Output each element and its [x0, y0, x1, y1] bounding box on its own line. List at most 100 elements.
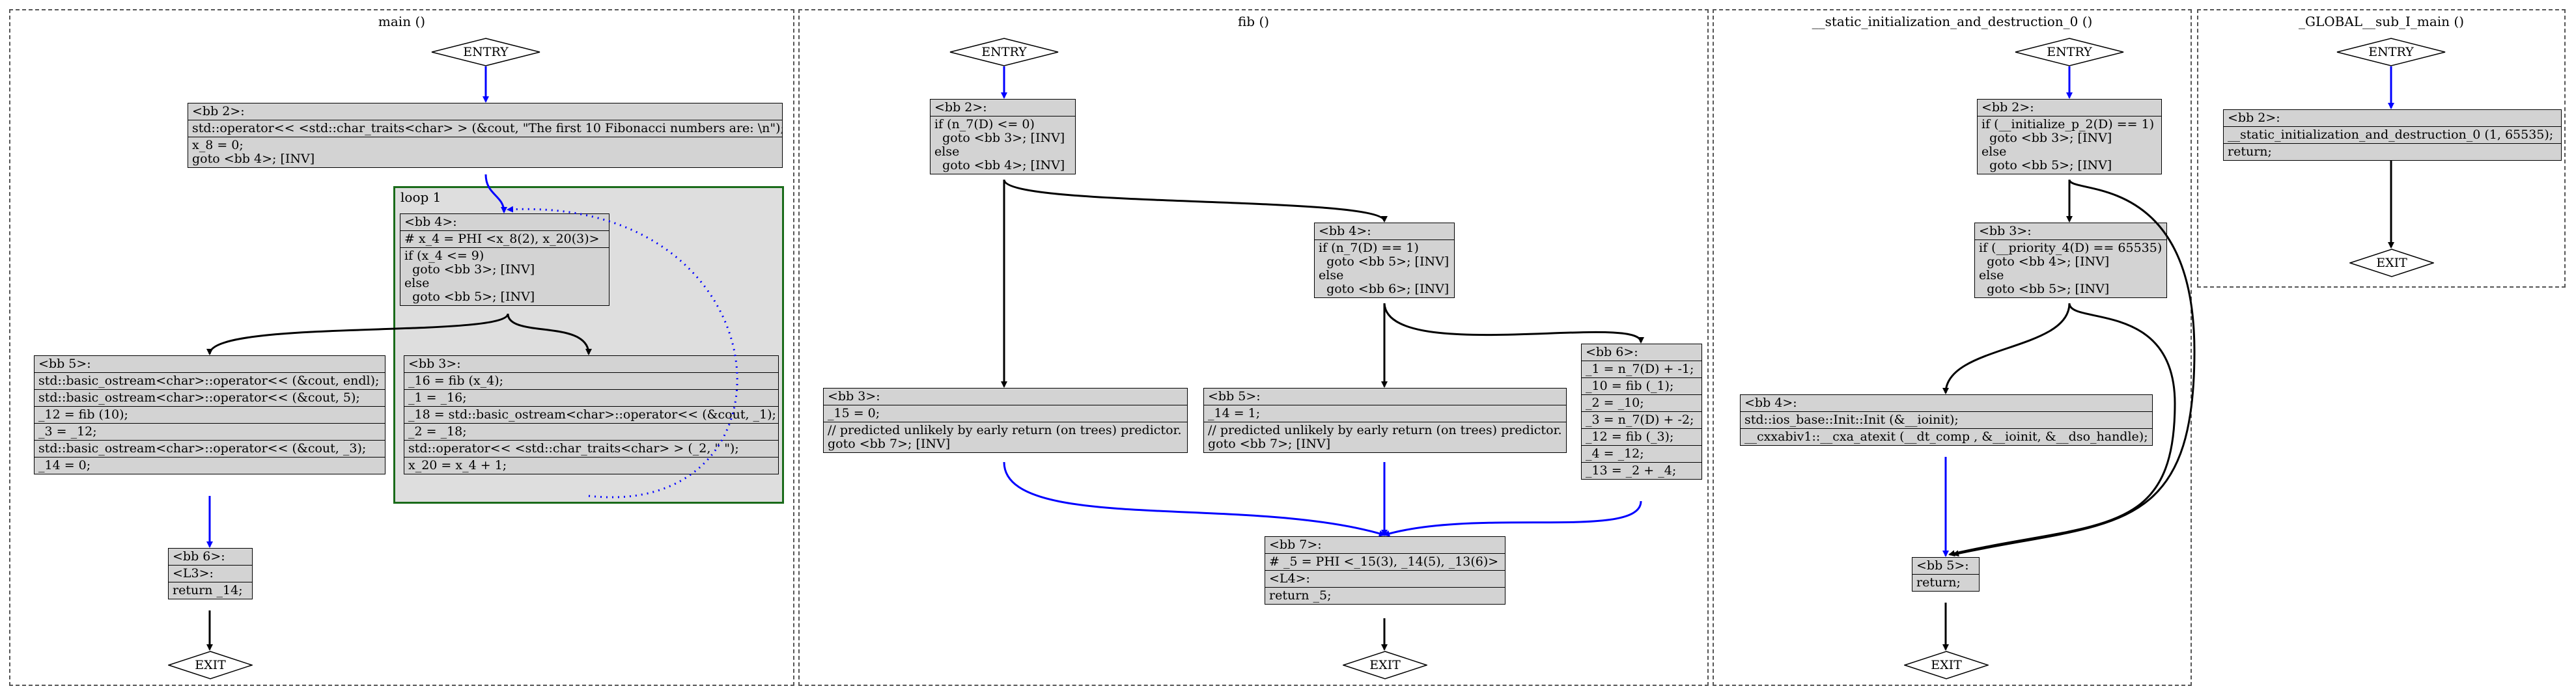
global-sub-entry: ENTRY	[2336, 38, 2446, 66]
fib-bb7-ret: return _5;	[1265, 587, 1505, 604]
static-init-bb2-label: <bb 2>:	[1981, 100, 2034, 115]
main-bb4-label: <bb 4>:	[404, 215, 457, 229]
cluster-main-title: main ()	[378, 14, 426, 29]
main-exit: EXIT	[168, 651, 253, 679]
main-bb5-s2: std::basic_ostream<char>::operator<< (&c…	[35, 389, 385, 406]
cluster-fib: fib ()	[798, 9, 1709, 686]
edge-fib-bb2-bb4	[1003, 179, 1388, 223]
edge-fib-bb3-bb7	[1003, 461, 1386, 537]
fib-bb3-label: <bb 3>:	[828, 389, 880, 403]
global-sub-bb2-ret: return;	[2224, 143, 2561, 160]
main-entry: ENTRY	[431, 38, 540, 66]
fib-bb2-label: <bb 2>:	[934, 100, 987, 115]
fib-bb6-s4: _3 = n_7(D) + -2;	[1582, 411, 1701, 428]
main-bb4-phi: # x_4 = PHI <x_8(2), x_20(3)>	[400, 230, 609, 247]
edge-main-bb4-bb5	[206, 313, 509, 355]
edge-fib-bb6-bb7	[1383, 500, 1642, 537]
main-bb3-s3: _18 = std::basic_ostream<char>::operator…	[404, 406, 778, 423]
fib-bb6-s2: _10 = fib (_1);	[1582, 377, 1701, 394]
cluster-static-init: __static_initialization_and_destruction_…	[1713, 9, 2192, 686]
fib-bb6-s3: _2 = _10;	[1582, 394, 1701, 411]
fib-entry-label: ENTRY	[981, 45, 1027, 59]
main-bb5-s3: _12 = fib (10);	[35, 406, 385, 423]
static-init-bb4: <bb 4>: std::ios_base::Init::Init (&__io…	[1740, 394, 2153, 446]
main-bb2-stmt: std::operator<< <std::char_traits<char> …	[188, 120, 782, 137]
fib-bb6-s1: _1 = n_7(D) + -1;	[1582, 361, 1701, 377]
edge-static-init-bb3-bb5	[1948, 303, 2176, 557]
fib-bb4-cond: if (n_7(D) == 1) goto <bb 5>; [INV] else…	[1315, 239, 1454, 297]
fib-exit: EXIT	[1343, 651, 1427, 679]
main-bb5-s4: _3 = _12;	[35, 423, 385, 440]
fib-bb5-s1: _14 = 1;	[1204, 405, 1566, 422]
static-init-bb4-s2: __cxxabiv1::__cxa_atexit (__dt_comp , &_…	[1741, 428, 2152, 445]
static-init-bb5: <bb 5>: return;	[1912, 557, 1980, 592]
fib-bb2-cond: if (n_7(D) <= 0) goto <bb 3>; [INV] else…	[931, 116, 1075, 174]
fib-bb5-label: <bb 5>:	[1208, 389, 1261, 403]
cluster-main: main ()	[9, 9, 794, 686]
fib-bb3-s2: // predicted unlikely by early return (o…	[824, 422, 1187, 452]
cluster-static-init-title: __static_initialization_and_destruction_…	[1812, 14, 2093, 29]
fib-bb7-l4: <L4>:	[1265, 570, 1505, 587]
main-bb6-label: <bb 6>:	[173, 549, 225, 564]
global-sub-bb2: <bb 2>: __static_initialization_and_dest…	[2223, 109, 2562, 161]
fib-bb6-s6: _4 = _12;	[1582, 445, 1701, 462]
fib-bb7-phi: # _5 = PHI <_15(3), _14(5), _13(6)>	[1265, 553, 1505, 570]
fib-exit-label: EXIT	[1369, 658, 1401, 672]
main-bb5-s6: _14 = 0;	[35, 457, 385, 474]
static-init-bb5-label: <bb 5>:	[1916, 558, 1969, 573]
fib-bb6-label: <bb 6>:	[1586, 345, 1638, 359]
main-bb5: <bb 5>: std::basic_ostream<char>::operat…	[34, 355, 385, 474]
loop-1-label: loop 1	[400, 189, 441, 205]
fib-bb4: <bb 4>: if (n_7(D) == 1) goto <bb 5>; [I…	[1314, 223, 1455, 298]
static-init-bb3-cond: if (__priority_4(D) == 65535) goto <bb 4…	[1975, 239, 2166, 297]
edge-fib-bb4-bb6	[1383, 303, 1644, 344]
edge-main-bb4-bb3	[507, 313, 592, 355]
static-init-bb4-label: <bb 4>:	[1744, 396, 1797, 410]
main-bb2-label: <bb 2>:	[192, 104, 245, 118]
static-init-bb3-label: <bb 3>:	[1979, 224, 2032, 238]
main-bb6: <bb 6>: <L3>: return _14;	[168, 548, 253, 599]
static-init-entry: ENTRY	[2015, 38, 2124, 66]
edge-main-bb3-bb4-back	[507, 206, 738, 499]
fib-bb6: <bb 6>: _1 = n_7(D) + -1; _10 = fib (_1)…	[1581, 344, 1702, 480]
main-bb3-s5: std::operator<< <std::char_traits<char> …	[404, 440, 778, 457]
edge-static-init-bb2-bb5	[1952, 179, 2196, 557]
global-sub-exit-label: EXIT	[2376, 256, 2407, 270]
global-sub-entry-label: ENTRY	[2368, 45, 2414, 59]
fib-bb5: <bb 5>: _14 = 1; // predicted unlikely b…	[1203, 388, 1567, 453]
main-bb4-cond: if (x_4 <= 9) goto <bb 3>; [INV] else go…	[400, 247, 609, 305]
fib-bb7: <bb 7>: # _5 = PHI <_15(3), _14(5), _13(…	[1265, 536, 1505, 605]
main-bb2: <bb 2>: std::operator<< <std::char_trait…	[188, 103, 783, 168]
static-init-bb4-s1: std::ios_base::Init::Init (&__ioinit);	[1741, 411, 2152, 428]
static-init-entry-label: ENTRY	[2047, 45, 2092, 59]
edge-static-init-bb3-bb4	[1942, 303, 2071, 394]
fib-entry: ENTRY	[949, 38, 1059, 66]
main-bb3-label: <bb 3>:	[408, 357, 461, 371]
main-entry-label: ENTRY	[463, 45, 509, 59]
main-bb3-s1: _16 = fib (x_4);	[404, 372, 778, 389]
fib-bb5-s2: // predicted unlikely by early return (o…	[1204, 422, 1566, 452]
edge-main-bb2-bb4	[484, 174, 507, 213]
global-sub-bb2-call: __static_initialization_and_destruction_…	[2224, 126, 2561, 143]
main-bb6-l3: <L3>:	[169, 565, 252, 582]
main-bb3: <bb 3>: _16 = fib (x_4); _1 = _16; _18 =…	[404, 355, 779, 474]
main-bb5-s5: std::basic_ostream<char>::operator<< (&c…	[35, 440, 385, 457]
static-init-bb2: <bb 2>: if (__initialize_p_2(D) == 1) go…	[1977, 99, 2162, 174]
cluster-fib-title: fib ()	[1237, 14, 1270, 29]
fib-bb4-label: <bb 4>:	[1319, 224, 1371, 238]
main-bb5-label: <bb 5>:	[38, 357, 91, 371]
fib-bb2: <bb 2>: if (n_7(D) <= 0) goto <bb 3>; [I…	[930, 99, 1076, 174]
fib-bb7-label: <bb 7>:	[1269, 538, 1322, 552]
main-bb2-goto: x_8 = 0; goto <bb 4>; [INV]	[188, 137, 782, 167]
main-exit-label: EXIT	[195, 658, 226, 672]
static-init-exit: EXIT	[1904, 651, 1989, 679]
main-bb3-s4: _2 = _18;	[404, 423, 778, 440]
cluster-global-sub-title: _GLOBAL__sub_I_main ()	[2298, 14, 2465, 29]
fib-bb3-s1: _15 = 0;	[824, 405, 1187, 422]
global-sub-exit: EXIT	[2349, 249, 2434, 277]
main-bb4: <bb 4>: # x_4 = PHI <x_8(2), x_20(3)> if…	[400, 213, 609, 306]
static-init-bb3: <bb 3>: if (__priority_4(D) == 65535) go…	[1974, 223, 2167, 298]
fib-bb6-s5: _12 = fib (_3);	[1582, 428, 1701, 445]
global-sub-bb2-label: <bb 2>:	[2228, 111, 2280, 125]
